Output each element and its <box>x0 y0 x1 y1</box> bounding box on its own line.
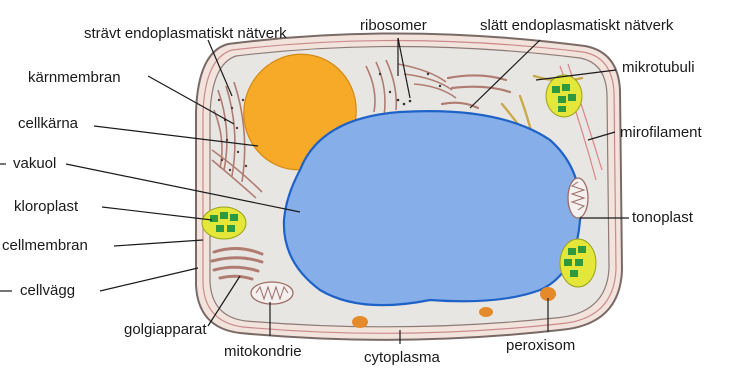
label-mitochondrion: mitokondrie <box>224 343 302 360</box>
label-tonoplast: tonoplast <box>632 209 694 226</box>
chloroplast-right <box>560 239 596 287</box>
mitochondrion-bottom <box>251 282 293 304</box>
mitochondrion-right <box>568 178 588 218</box>
label-ribosomes: ribosomer <box>360 17 427 34</box>
label-cell-membrane: cellmembran <box>2 237 88 254</box>
label-rough-er: strävt endoplasmatiskt nätverk <box>84 25 287 42</box>
label-smooth-er: slätt endoplasmatiskt nätverk <box>480 17 674 34</box>
label-nucleus: cellkärna <box>18 115 79 132</box>
chloroplast-top <box>546 75 582 117</box>
label-vacuole: vakuol <box>13 155 56 172</box>
label-golgi: golgiapparat <box>124 321 207 338</box>
label-microtubules: mikrotubuli <box>622 59 695 76</box>
label-cell-wall: cellvägg <box>20 282 75 299</box>
label-cytoplasm: cytoplasma <box>364 349 441 366</box>
chloroplast-left <box>202 207 246 239</box>
label-chloroplast: kloroplast <box>14 198 79 215</box>
label-nuclear-membrane: kärnmembran <box>28 69 121 86</box>
vacuole <box>284 111 581 305</box>
label-peroxisome: peroxisom <box>506 337 575 354</box>
label-microfilament: mirofilament <box>620 124 703 141</box>
